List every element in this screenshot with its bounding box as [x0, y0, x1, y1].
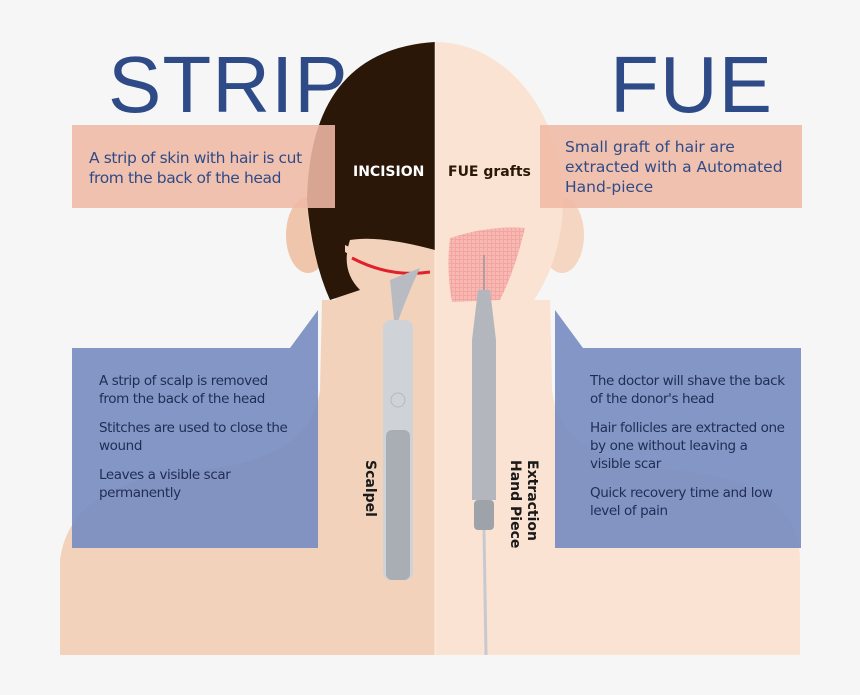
handpiece-label: Extraction Hand Piece	[506, 460, 540, 548]
scalpel-icon	[383, 268, 420, 580]
scalpel-label: Scalpel	[362, 460, 378, 517]
incision-label: INCISION	[353, 164, 425, 180]
fue-point: The doctor will shave the back of the do…	[590, 373, 785, 407]
fue-summary: Small graft of hair are extracted with a…	[540, 125, 802, 208]
right-callout-pointer	[555, 310, 583, 348]
strip-point: Leaves a visible scar permanently	[99, 467, 231, 501]
strip-point: A strip of scalp is removed from the bac…	[99, 373, 268, 407]
fue-title: FUE	[610, 40, 773, 129]
handpiece-label-line2: Hand Piece	[507, 460, 523, 549]
hair	[307, 42, 435, 300]
fue-points: The doctor will shave the back of the do…	[555, 348, 801, 548]
left-callout-pointer	[290, 310, 318, 348]
strip-summary: A strip of skin with hair is cut from th…	[72, 125, 335, 208]
strip-point: Stitches are used to close the wound	[99, 420, 288, 454]
incision-line	[351, 256, 431, 275]
fue-grafts-label: FUE grafts	[448, 164, 531, 180]
handpiece-label-line1: Extraction	[524, 460, 540, 542]
graft-area	[448, 227, 525, 302]
fue-point: Quick recovery time and low level of pai…	[590, 485, 773, 519]
extraction-handpiece-icon	[472, 255, 496, 656]
fue-point: Hair follicles are extracted one by one …	[590, 420, 785, 472]
strip-title: STRIP	[108, 40, 349, 129]
strip-points: A strip of scalp is removed from the bac…	[72, 348, 318, 548]
